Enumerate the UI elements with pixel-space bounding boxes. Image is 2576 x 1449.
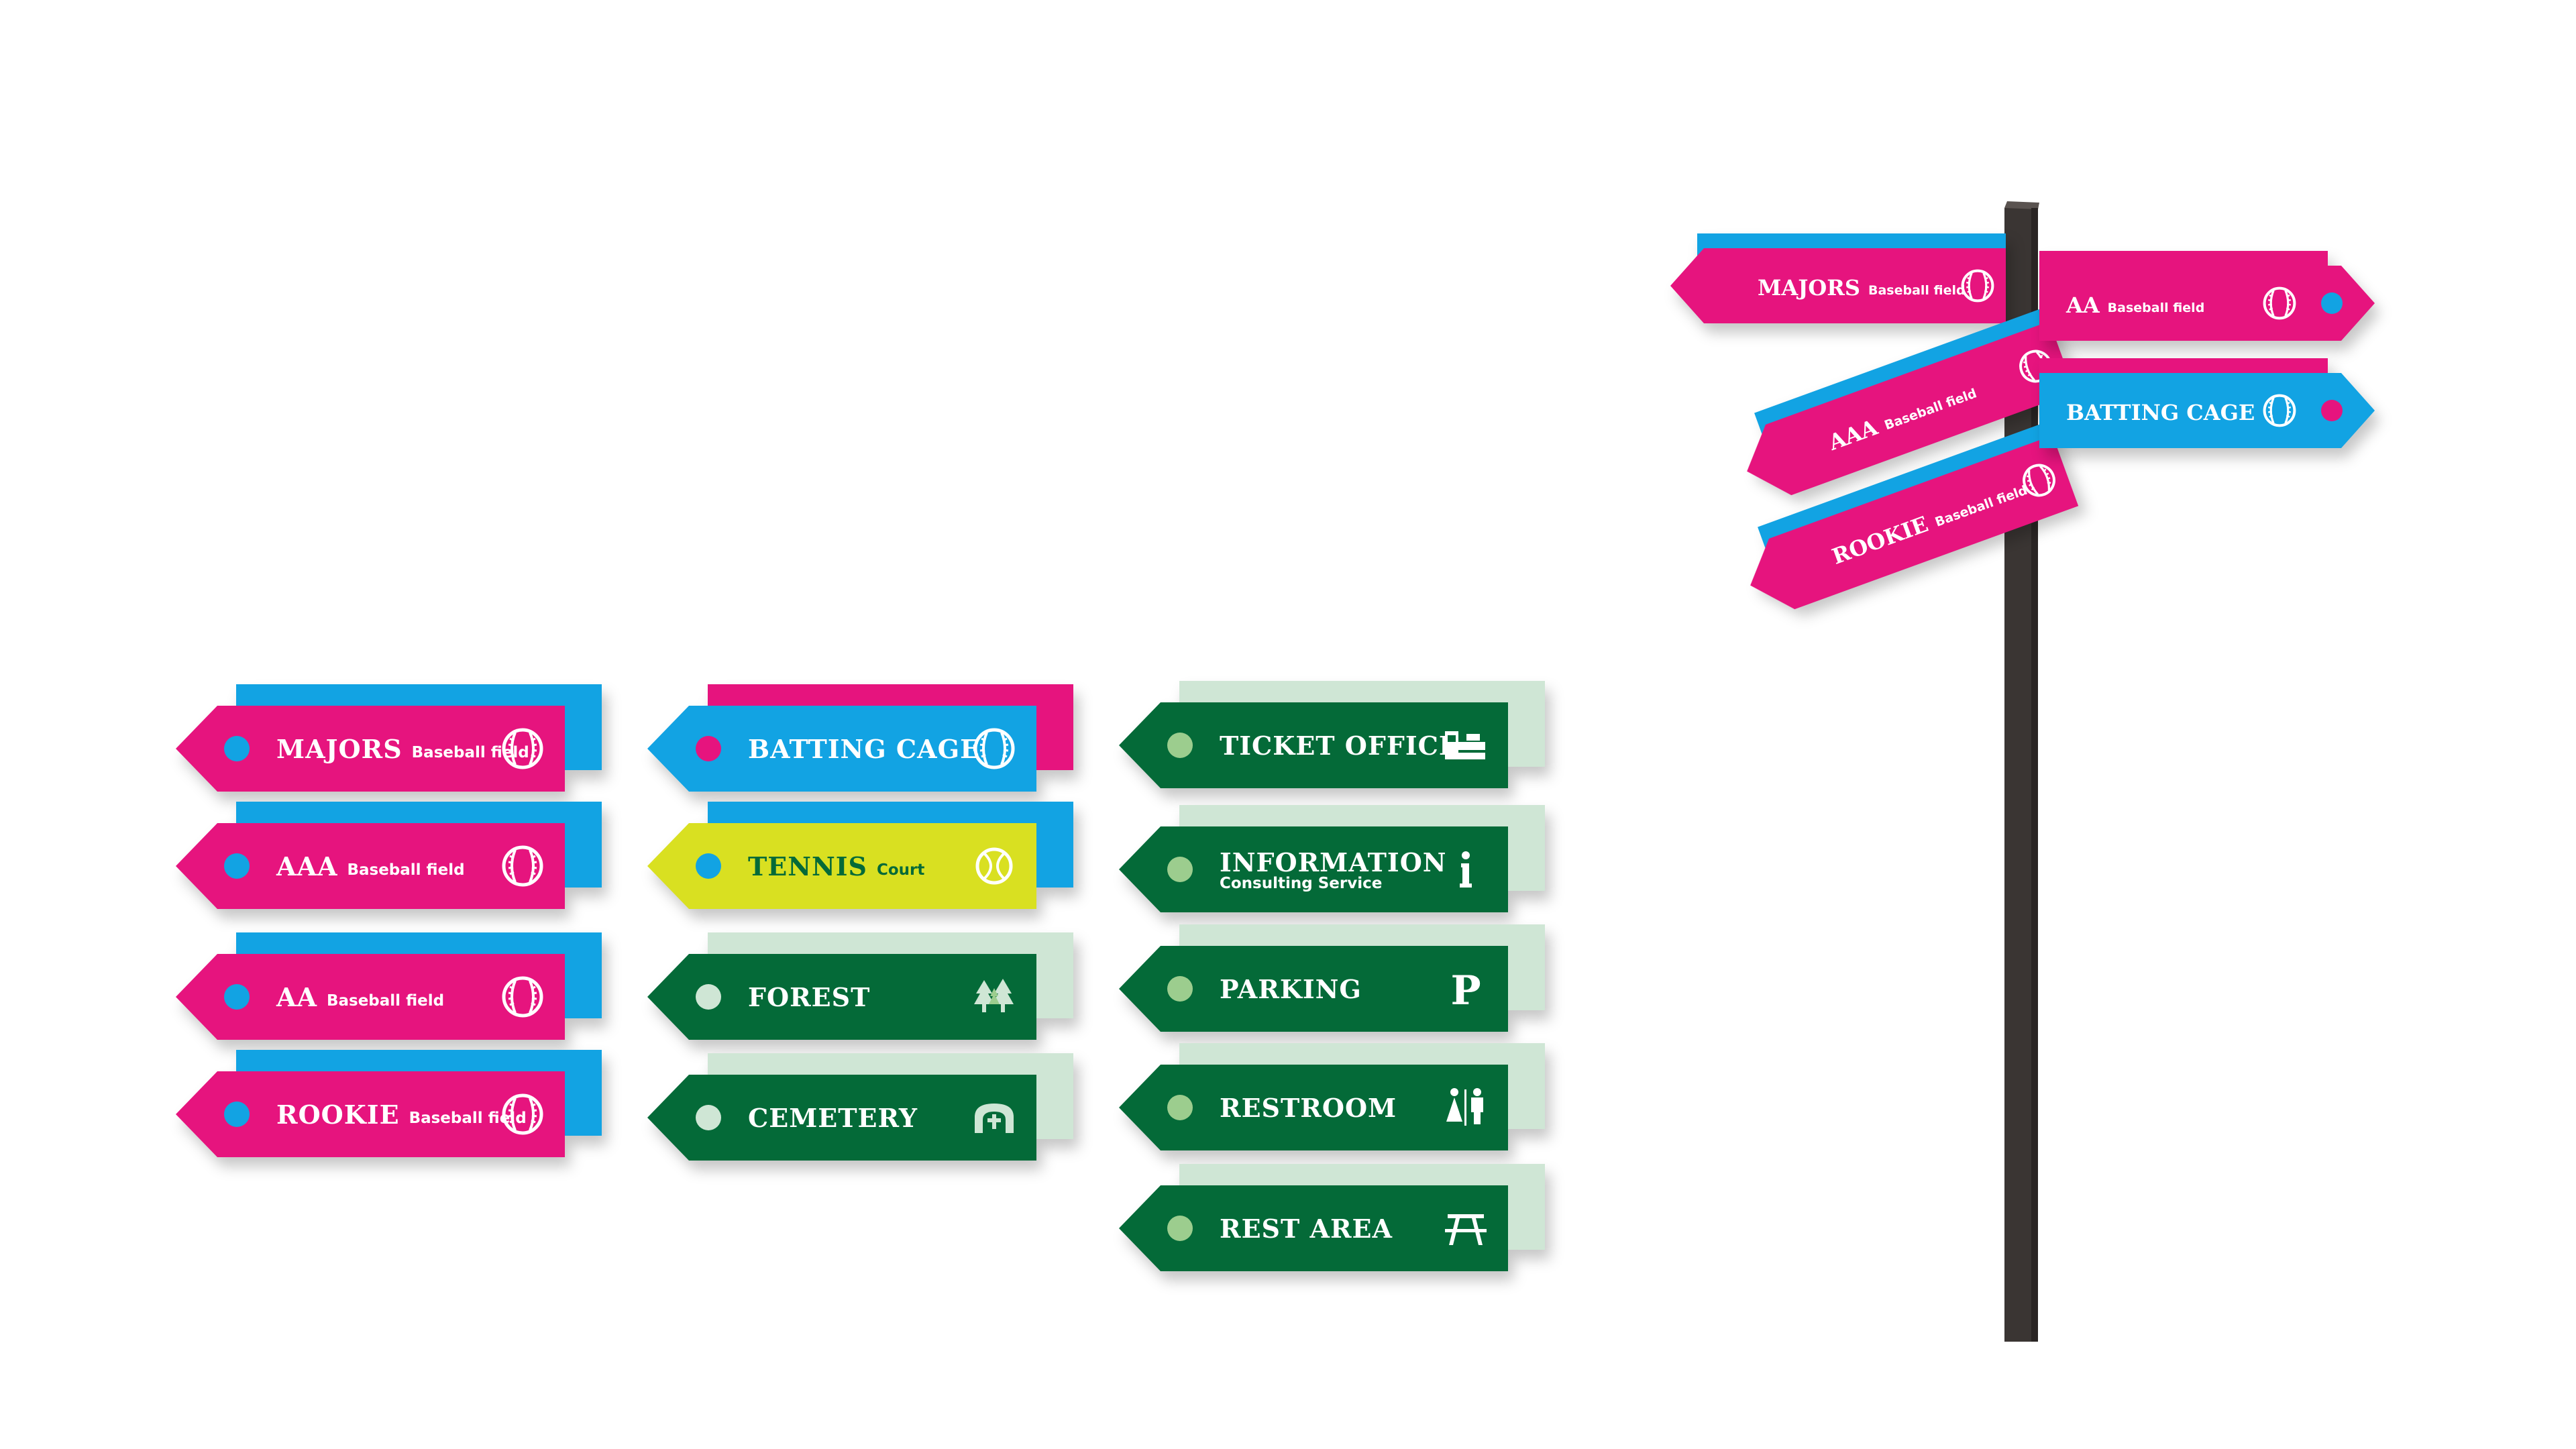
sign-batting-cage: BATTING CAGE [647, 684, 1077, 793]
post-sign-plate [1750, 421, 2079, 610]
sign-aa: AA Baseball field [176, 932, 605, 1041]
sign-label: MAJORS Baseball field [276, 706, 529, 792]
sign-label: AA Baseball field [276, 954, 444, 1040]
post-sign-label: MAJORS Baseball field [1758, 248, 1966, 327]
sign-label: ROOKIE Baseball field [276, 1071, 527, 1157]
sign-title: INFORMATION [1220, 847, 1447, 877]
sign-label: BATTING CAGE [748, 706, 980, 792]
sign-title: TENNIS [748, 851, 867, 881]
sign-label: TICKET OFFICE [1220, 702, 1459, 788]
post-sign-title: AA [2066, 292, 2100, 318]
post-sign-plate [2039, 358, 2375, 448]
marker-dot [224, 1102, 250, 1127]
sign-title: MAJORS [276, 733, 402, 764]
sign-title: RESTROOM [1220, 1092, 1397, 1123]
sign-label: CEMETERY [748, 1075, 918, 1161]
sign-title: ROOKIE [276, 1099, 400, 1130]
post-sign-title: BATTING CAGE [2066, 400, 2255, 425]
baseball-icon [2261, 284, 2298, 322]
sign-label: FOREST [748, 954, 870, 1040]
post-sign-plate [1670, 233, 2006, 323]
marker-dot [696, 984, 721, 1010]
sign-plate [176, 1050, 602, 1157]
marker-dot [696, 853, 721, 879]
post-sign-label: AA Baseball field [2066, 266, 2204, 345]
sign-label: AAA Baseball field [276, 823, 465, 909]
sign-subtitle: Court [876, 861, 925, 879]
sign-plate [1119, 1164, 1545, 1271]
marker-dot [1167, 1095, 1193, 1120]
post-sign-batting-cage: BATTING CAGE [2039, 358, 2388, 452]
post-sign-rookie: ROOKIE Baseball field [1737, 421, 2092, 625]
post-sign-title: ROOKIE [1828, 511, 1932, 570]
sign-aaa: AAA Baseball field [176, 802, 605, 910]
baseball-icon [1959, 267, 1996, 305]
sign-title: FOREST [748, 981, 871, 1012]
marker-dot [224, 736, 250, 761]
post-sign-subtitle: Baseball field [2107, 301, 2205, 315]
sign-restroom: RESTROOM [1119, 1043, 1548, 1152]
post-sign-label: BATTING CAGE [2066, 373, 2255, 452]
sign-subtitle: Consulting Service [1220, 874, 1383, 892]
post-sign-title: MAJORS [1758, 275, 1860, 301]
sign-label: RESTROOM [1220, 1065, 1397, 1150]
sign-label: REST AREA [1220, 1185, 1393, 1271]
sign-subtitle: Baseball field [326, 992, 445, 1010]
sign-ticket-office: TICKET OFFICE [1119, 681, 1548, 790]
sign-title: BATTING CAGE [748, 733, 981, 764]
post-sign-plate [2039, 251, 2375, 341]
marker-dot [224, 984, 250, 1010]
sign-tennis: TENNIS Court [647, 802, 1077, 910]
sign-title: REST AREA [1220, 1213, 1393, 1244]
post-sign-aaa: AAA Baseball field [1734, 307, 2089, 511]
sign-plate [1119, 924, 1545, 1032]
sign-subtitle: Baseball field [347, 861, 465, 879]
post-sign-plate [1747, 307, 2076, 496]
sign-information: INFORMATION Consulting Service [1119, 805, 1548, 914]
marker-dot [1167, 733, 1193, 758]
sign-title: AAA [276, 851, 338, 881]
sign-majors: MAJORS Baseball field [176, 684, 605, 793]
sign-plate [176, 684, 602, 792]
sign-rookie: ROOKIE Baseball field [176, 1050, 605, 1159]
sign-plate [1119, 1043, 1545, 1150]
sign-subtitle: Baseball field [411, 744, 529, 761]
post-sign-subtitle: Baseball field [1868, 283, 1966, 298]
sign-plate [647, 1053, 1073, 1161]
sign-plate [647, 802, 1073, 909]
baseball-icon [2261, 392, 2298, 429]
post-sign-subtitle: Baseball field [1882, 386, 1979, 433]
sign-plate [1119, 681, 1545, 788]
marker-dot [1167, 976, 1193, 1002]
sign-label: PARKING [1220, 946, 1362, 1032]
sign-label: INFORMATION Consulting Service [1220, 826, 1447, 912]
marker-dot [2321, 292, 2343, 314]
sign-title: TICKET OFFICE [1220, 730, 1459, 761]
marker-dot [2321, 400, 2343, 421]
sign-rest-area: REST AREA [1119, 1164, 1548, 1273]
sign-title: PARKING [1220, 973, 1362, 1004]
sign-cemetery: CEMETERY [647, 1053, 1077, 1162]
post-sign-subtitle: Baseball field [1933, 482, 2030, 530]
sign-parking: PARKING [1119, 924, 1548, 1033]
marker-dot [224, 853, 250, 879]
post-sign-majors: MAJORS Baseball field [1670, 233, 2019, 327]
post-sign-title: AAA [1825, 414, 1881, 455]
marker-dot [1167, 1216, 1193, 1241]
sign-label: TENNIS Court [748, 823, 924, 909]
sign-title: CEMETERY [748, 1102, 918, 1133]
sign-plate [1119, 805, 1545, 912]
post-sign-aa: AA Baseball field [2039, 251, 2388, 345]
marker-dot [696, 736, 721, 761]
sign-title: AA [276, 981, 317, 1012]
marker-dot [696, 1105, 721, 1130]
marker-dot [1167, 857, 1193, 882]
sign-forest: FOREST [647, 932, 1077, 1041]
